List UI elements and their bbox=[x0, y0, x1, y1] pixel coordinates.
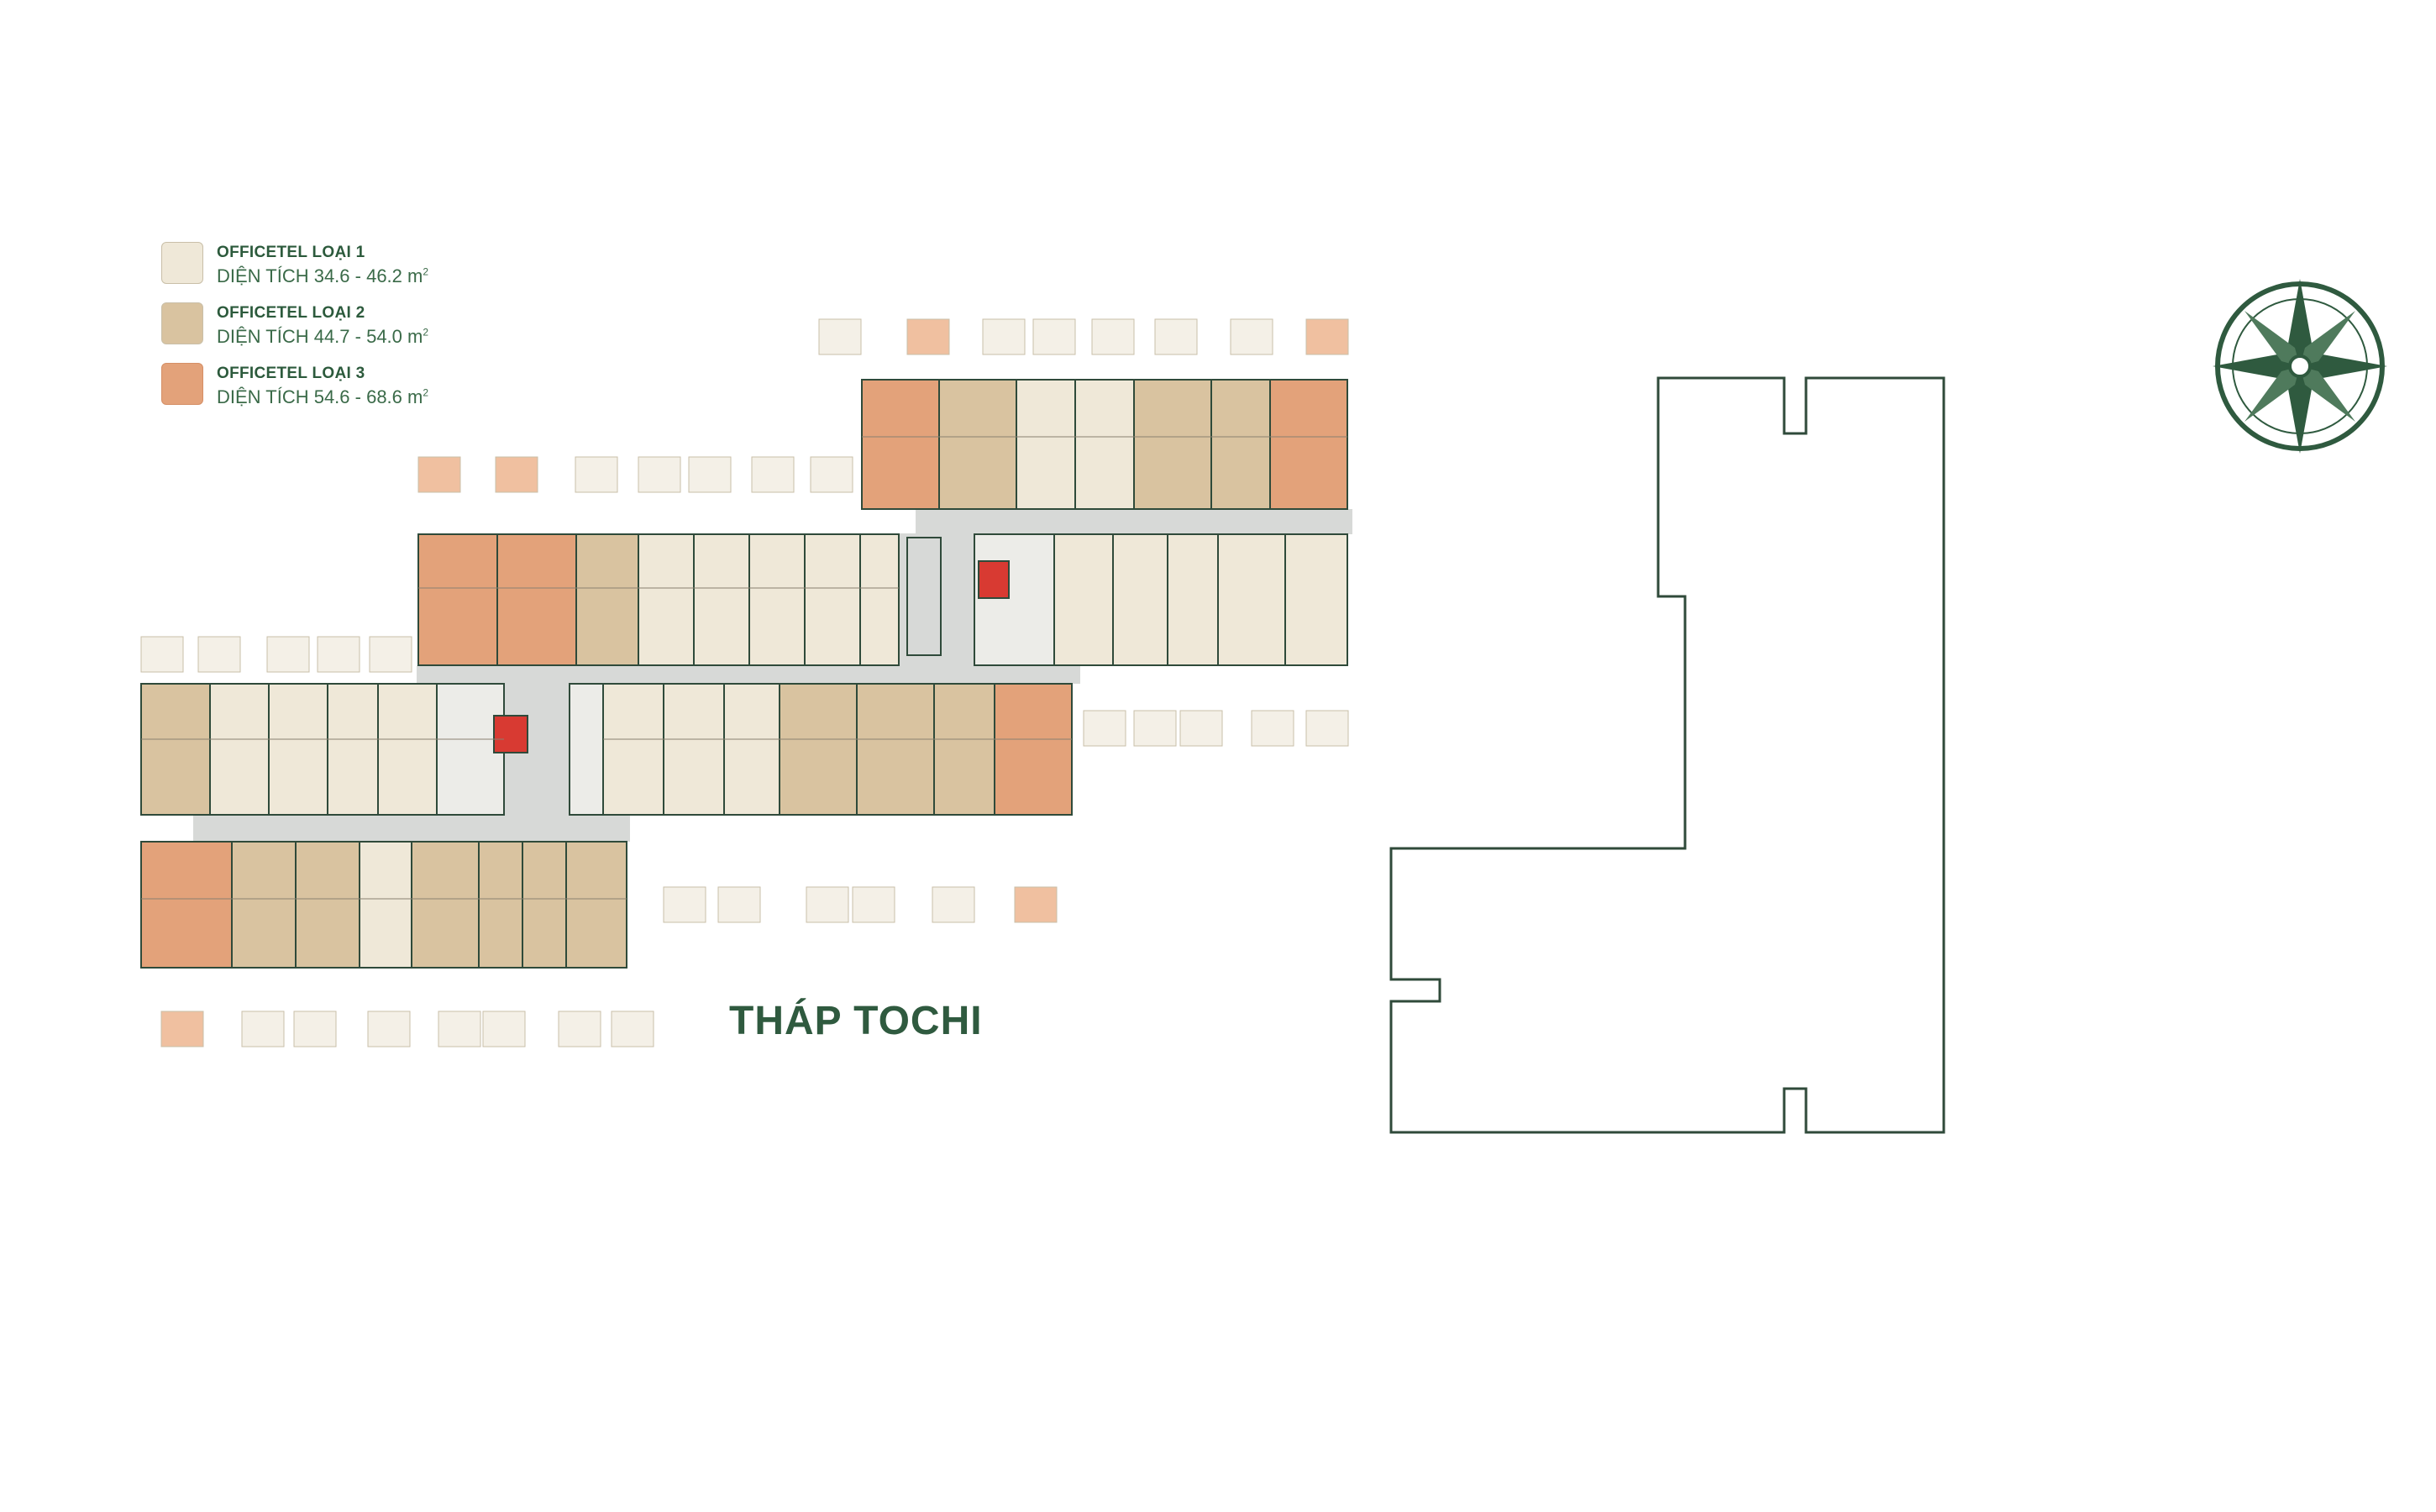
unit[interactable] bbox=[804, 533, 861, 666]
legend-label: OFFICETEL LOẠI 2 bbox=[217, 304, 365, 322]
stair bbox=[906, 537, 942, 656]
unit[interactable] bbox=[1167, 533, 1219, 666]
unit[interactable] bbox=[1016, 379, 1076, 510]
unit[interactable] bbox=[856, 683, 935, 816]
unit[interactable] bbox=[417, 533, 498, 666]
unit[interactable] bbox=[1217, 533, 1286, 666]
unit[interactable] bbox=[295, 841, 360, 969]
wing-east bbox=[974, 533, 1348, 666]
unit[interactable] bbox=[496, 533, 577, 666]
legend-swatch-type2 bbox=[161, 302, 203, 344]
legend-label: OFFICETEL LOẠI 3 bbox=[217, 365, 365, 382]
unit[interactable] bbox=[861, 379, 940, 510]
unit[interactable] bbox=[994, 683, 1073, 816]
unit[interactable] bbox=[938, 379, 1017, 510]
room-partitions bbox=[141, 436, 1347, 900]
legend-swatch-type3 bbox=[161, 363, 203, 405]
unit[interactable] bbox=[859, 533, 900, 666]
unit[interactable] bbox=[723, 683, 780, 816]
core bbox=[569, 683, 606, 816]
unit[interactable] bbox=[748, 533, 806, 666]
legend-item-type1: OFFICETEL LOẠI 1 DIỆN TÍCH 34.6 - 46.2 m… bbox=[161, 242, 464, 289]
legend-label: OFFICETEL LOẠI 1 bbox=[217, 244, 365, 261]
unit[interactable] bbox=[377, 683, 438, 816]
unit[interactable] bbox=[231, 841, 297, 969]
unit[interactable] bbox=[1053, 533, 1114, 666]
unit[interactable] bbox=[411, 841, 480, 969]
unit[interactable] bbox=[359, 841, 412, 969]
unit-tags bbox=[140, 318, 1349, 1047]
legend-area: DIỆN TÍCH 54.6 - 68.6 m2 bbox=[217, 386, 429, 407]
legend-area: DIỆN TÍCH 44.7 - 54.0 m2 bbox=[217, 326, 429, 347]
core bbox=[974, 533, 1068, 666]
unit[interactable] bbox=[478, 841, 523, 969]
unit[interactable] bbox=[522, 841, 567, 969]
unit[interactable] bbox=[1210, 379, 1271, 510]
wing-west bbox=[140, 683, 528, 816]
compass-rose-icon bbox=[2213, 279, 2387, 454]
unit[interactable] bbox=[602, 683, 664, 816]
unit[interactable] bbox=[1284, 533, 1348, 666]
unit[interactable] bbox=[140, 841, 233, 969]
legend-item-type2: OFFICETEL LOẠI 2 DIỆN TÍCH 44.7 - 54.0 m… bbox=[161, 302, 464, 349]
unit[interactable] bbox=[1112, 533, 1168, 666]
unit[interactable] bbox=[1133, 379, 1212, 510]
unit[interactable] bbox=[779, 683, 858, 816]
legend-swatch-type1 bbox=[161, 242, 203, 284]
unit[interactable] bbox=[140, 683, 211, 816]
lift-icon bbox=[493, 715, 528, 753]
unit[interactable] bbox=[268, 683, 328, 816]
legend-area: DIỆN TÍCH 34.6 - 46.2 m2 bbox=[217, 265, 429, 286]
wing-north bbox=[861, 379, 1348, 510]
unit[interactable] bbox=[1269, 379, 1348, 510]
unit[interactable] bbox=[327, 683, 379, 816]
unit[interactable] bbox=[1074, 379, 1135, 510]
wing-southwest bbox=[140, 841, 627, 969]
unit[interactable] bbox=[565, 841, 627, 969]
core bbox=[436, 683, 505, 816]
tower-title: THÁP TOCHI bbox=[729, 999, 983, 1043]
legend-item-type3: OFFICETEL LOẠI 3 DIỆN TÍCH 54.6 - 68.6 m… bbox=[161, 363, 464, 410]
site-outline bbox=[1389, 376, 1945, 1134]
unit[interactable] bbox=[638, 533, 695, 666]
unit[interactable] bbox=[693, 533, 750, 666]
unit[interactable] bbox=[933, 683, 995, 816]
lift-icon bbox=[978, 560, 1010, 599]
unit[interactable] bbox=[663, 683, 725, 816]
wing-central-south bbox=[569, 683, 1073, 816]
unit[interactable] bbox=[209, 683, 270, 816]
unit[interactable] bbox=[575, 533, 639, 666]
wing-central-north bbox=[417, 533, 942, 666]
